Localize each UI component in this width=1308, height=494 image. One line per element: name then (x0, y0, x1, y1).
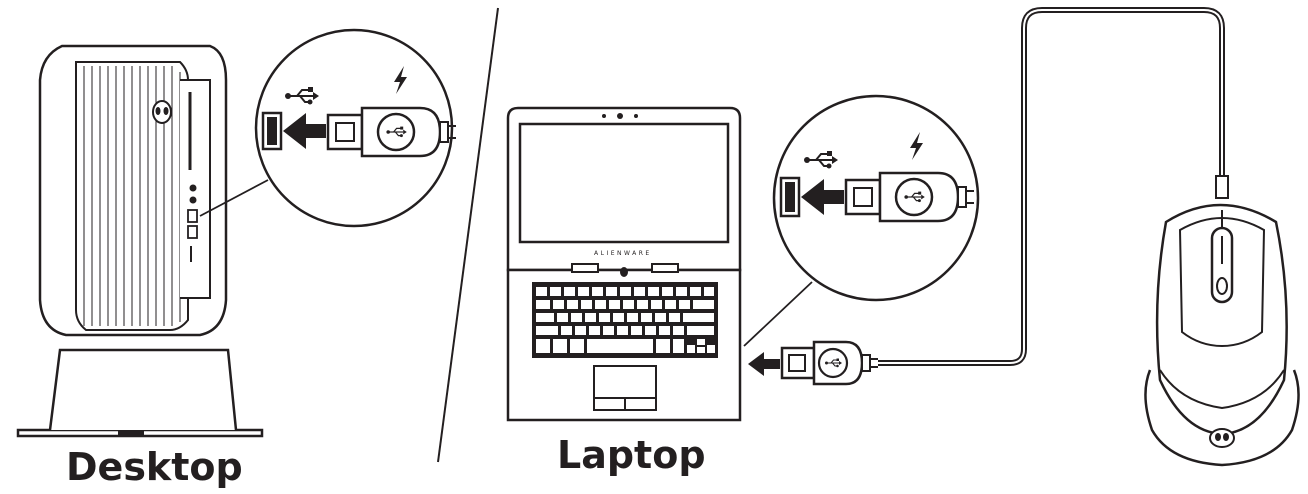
headphone-icon (189, 184, 197, 192)
alien-logo-icon (152, 100, 172, 124)
arrow-icon (801, 179, 844, 215)
usb-cable-plug (780, 340, 878, 386)
desktop-usb-detail (254, 28, 456, 228)
arrow-icon (283, 113, 326, 149)
laptop-brand-text: ALIENWARE (594, 250, 652, 257)
divider (437, 7, 499, 463)
gaming-mouse (1144, 203, 1300, 467)
arrow-icon (748, 352, 780, 376)
desktop-label: Desktop (66, 445, 243, 489)
microphone-icon (189, 196, 197, 204)
alien-logo-icon (1209, 428, 1235, 448)
laptop (506, 106, 813, 422)
laptop-label: Laptop (557, 433, 706, 477)
laptop-usb-detail (772, 94, 980, 302)
desktop-tower (16, 44, 269, 438)
